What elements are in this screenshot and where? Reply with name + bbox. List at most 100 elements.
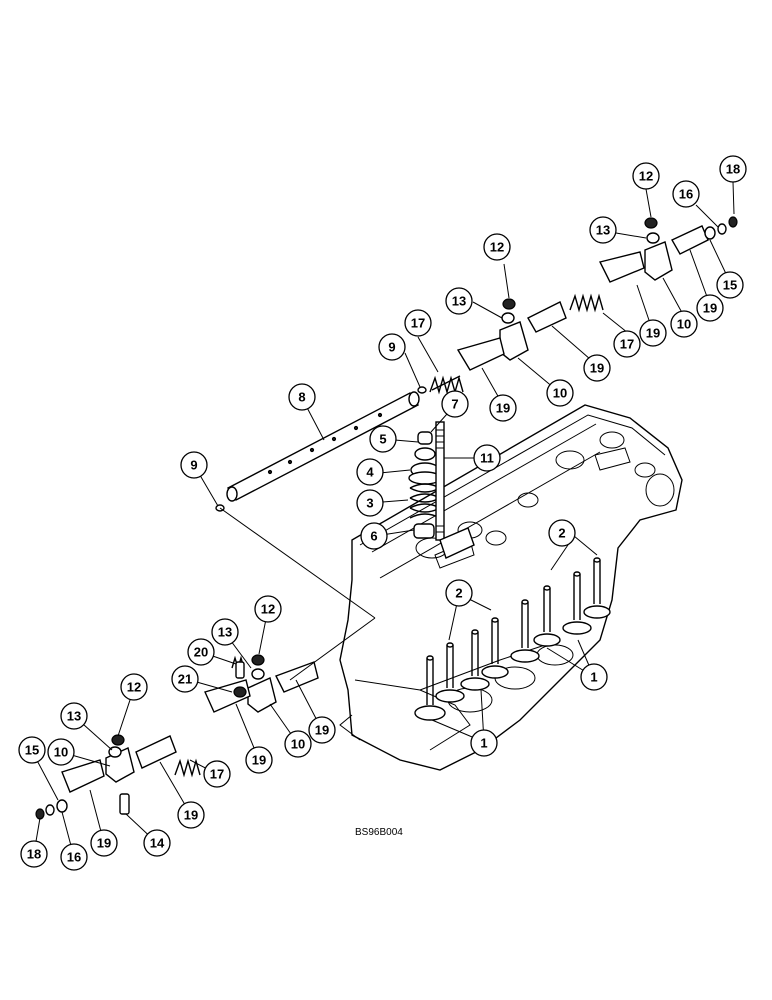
callout: 1 xyxy=(580,663,608,691)
callout: 13 xyxy=(445,287,473,315)
callout: 9 xyxy=(180,451,208,479)
valve xyxy=(414,655,446,721)
callout-label: 17 xyxy=(411,316,425,331)
callout-label: 17 xyxy=(210,767,224,782)
callout-label: 14 xyxy=(150,836,165,851)
springs xyxy=(174,293,604,778)
callout: 15 xyxy=(716,271,744,299)
callout-label: 10 xyxy=(54,745,68,760)
callout: 14 xyxy=(143,829,171,857)
callout: 12 xyxy=(483,233,511,261)
callout-label: 3 xyxy=(366,496,373,511)
spring xyxy=(174,758,201,778)
callout: 7 xyxy=(441,390,469,418)
callout-label: 13 xyxy=(596,223,610,238)
callout: 16 xyxy=(672,180,700,208)
callout: 10 xyxy=(546,379,574,407)
callout-label: 19 xyxy=(646,326,660,341)
callout-label: 21 xyxy=(178,672,192,687)
callout-label: 19 xyxy=(496,401,510,416)
callout: 17 xyxy=(613,330,641,358)
spring xyxy=(429,375,464,395)
callout-label: 17 xyxy=(620,337,634,352)
callout-label: 9 xyxy=(388,340,395,355)
callout-label: 13 xyxy=(67,709,81,724)
callout: 19 xyxy=(177,801,205,829)
callout-label: 18 xyxy=(27,847,41,862)
callout-label: 6 xyxy=(370,529,377,544)
valves xyxy=(414,557,611,721)
callout-label: 19 xyxy=(184,808,198,823)
valve xyxy=(533,585,561,647)
valve xyxy=(562,571,592,635)
callout-label: 2 xyxy=(558,526,565,541)
callout: 1 xyxy=(470,729,498,757)
rocker-supports xyxy=(105,241,673,783)
callout: 15 xyxy=(18,736,46,764)
callout: 19 xyxy=(308,716,336,744)
stud xyxy=(435,421,475,559)
callout: 19 xyxy=(639,319,667,347)
callout: 19 xyxy=(489,394,517,422)
callout-label: 19 xyxy=(97,836,111,851)
valve xyxy=(481,617,509,679)
callout: 20 xyxy=(187,638,215,666)
callout-label: 10 xyxy=(291,737,305,752)
callout-label: 19 xyxy=(315,723,329,738)
callout-label: 19 xyxy=(590,361,604,376)
callout: 18 xyxy=(20,840,48,868)
callout: 19 xyxy=(696,294,724,322)
callout-label: 19 xyxy=(252,753,266,768)
callout: 21 xyxy=(171,665,199,693)
callout: 13 xyxy=(589,216,617,244)
callout: 10 xyxy=(670,310,698,338)
callout: 19 xyxy=(583,354,611,382)
callout: 16 xyxy=(60,843,88,871)
rocker-arms xyxy=(61,225,709,793)
callout: 5 xyxy=(369,425,397,453)
figure-reference-code: BS96B004 xyxy=(355,827,403,838)
callout-label: 12 xyxy=(261,602,275,617)
callout: 8 xyxy=(288,383,316,411)
callout: 12 xyxy=(632,162,660,190)
callout: 9 xyxy=(378,333,406,361)
callout-label: 15 xyxy=(25,743,39,758)
callout-label: 16 xyxy=(679,187,693,202)
cylinder-head xyxy=(339,404,683,771)
valve xyxy=(460,629,490,691)
valve xyxy=(435,642,465,703)
callout-label: 11 xyxy=(480,451,494,466)
callout-label: 20 xyxy=(194,645,208,660)
callout: 18 xyxy=(719,155,747,183)
callout: 12 xyxy=(120,673,148,701)
callout-label: 5 xyxy=(379,432,386,447)
callout-label: 10 xyxy=(553,386,567,401)
callout: 13 xyxy=(211,618,239,646)
callout: 19 xyxy=(245,746,273,774)
callout-label: 12 xyxy=(490,240,504,255)
callout-label: 10 xyxy=(677,317,691,332)
callout-label: 16 xyxy=(67,850,81,865)
callout-label: 2 xyxy=(455,586,462,601)
rocker-shaft xyxy=(226,391,420,502)
callout: 2 xyxy=(445,579,473,607)
callout-label: 12 xyxy=(127,680,141,695)
callout-label: 4 xyxy=(366,465,374,480)
small-hardware xyxy=(35,216,738,820)
callout-label: 1 xyxy=(480,736,487,751)
valve xyxy=(510,599,540,663)
valve xyxy=(583,557,611,619)
callout: 10 xyxy=(47,738,75,766)
callout-label: 12 xyxy=(639,169,653,184)
callout: 13 xyxy=(60,702,88,730)
callout: 17 xyxy=(203,760,231,788)
callout: 10 xyxy=(284,730,312,758)
callout-label: 13 xyxy=(452,294,466,309)
callout-label: 9 xyxy=(190,458,197,473)
callout: 11 xyxy=(473,444,501,472)
callout-label: 18 xyxy=(726,162,740,177)
callout-label: 13 xyxy=(218,625,232,640)
callout: 12 xyxy=(254,595,282,623)
callout: 2 xyxy=(548,519,576,547)
callout-label: 19 xyxy=(703,301,717,316)
